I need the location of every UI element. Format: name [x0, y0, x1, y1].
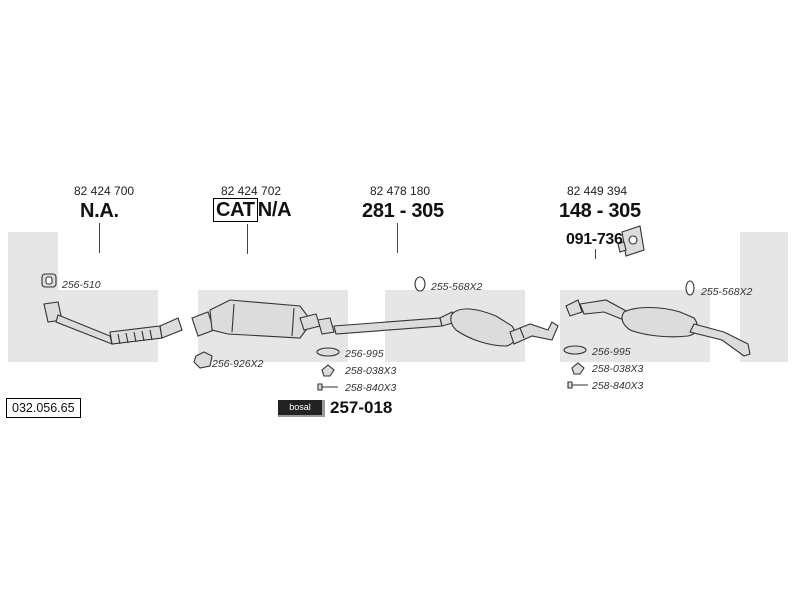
bosal-logo-icon: bosal: [278, 400, 325, 417]
part-label-gasket-cat[interactable]: 256-926X2: [212, 358, 264, 370]
bolt-mid-icon: [317, 383, 338, 391]
part-label-rubber-mid[interactable]: 258-038X3: [345, 365, 397, 377]
kit-number[interactable]: 257-018: [330, 398, 393, 417]
mounting-bracket-icon: [617, 225, 645, 257]
leader-line-3: [397, 223, 398, 253]
gasket-cat-icon: [193, 351, 213, 369]
oe-number-4: 82 449 394: [567, 184, 628, 198]
catalytic-converter-icon: [191, 299, 321, 339]
part-number-3[interactable]: 281 - 305: [362, 200, 444, 222]
leader-line-1: [99, 223, 100, 253]
part-number-1[interactable]: N.A.: [80, 200, 119, 222]
ring-mid-icon: [414, 276, 426, 292]
leader-line-4: [595, 249, 596, 259]
oe-number-2: 82 424 702: [221, 184, 282, 198]
cat-label: CAT: [213, 198, 258, 222]
part-label-rubber-rear[interactable]: 258-038X3: [592, 363, 644, 375]
front-pipe-icon: [43, 301, 183, 345]
mounting-part-number[interactable]: 091-736: [566, 231, 623, 248]
oe-number-1: 82 424 700: [74, 184, 135, 198]
rear-silencer-icon: [565, 299, 751, 357]
gasket-front-icon: [41, 273, 57, 288]
part-label-gasket-mid[interactable]: 256-995: [345, 348, 384, 360]
part-label-bolt-rear[interactable]: 258-840X3: [592, 380, 644, 392]
gasket-mid-icon: [316, 347, 340, 357]
leader-line-2: [247, 224, 248, 254]
part-label-gasket-front[interactable]: 256-510: [62, 279, 101, 291]
center-silencer-icon: [317, 308, 559, 347]
reference-number: 032.056.65: [6, 398, 81, 418]
ring-rear-icon: [685, 280, 695, 296]
gasket-rear-icon: [563, 345, 587, 355]
oe-number-3: 82 478 180: [370, 184, 431, 198]
rubber-mount-mid-icon: [321, 364, 335, 377]
part-label-ring-rear[interactable]: 255-568X2: [701, 286, 753, 298]
rubber-mount-rear-icon: [571, 362, 585, 375]
cat-part-number: N/A: [257, 199, 292, 221]
part-label-gasket-rear[interactable]: 256-995: [592, 346, 631, 358]
part-number-4[interactable]: 148 - 305: [559, 200, 641, 222]
part-label-ring-mid[interactable]: 255-568X2: [431, 281, 483, 293]
bolt-rear-icon: [567, 381, 588, 389]
part-label-bolt-mid[interactable]: 258-840X3: [345, 382, 397, 394]
